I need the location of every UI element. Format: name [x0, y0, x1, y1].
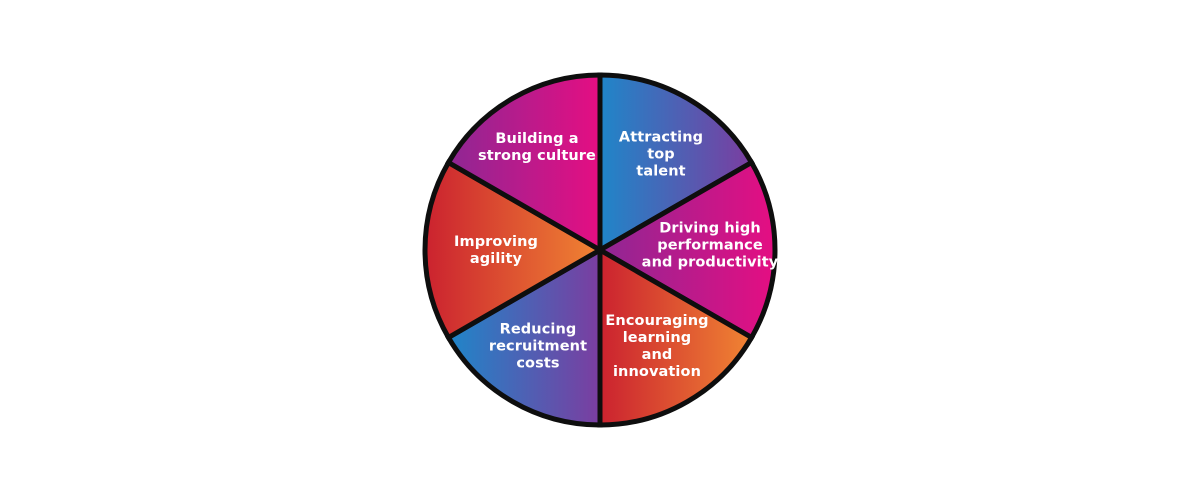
pie-segment-building-strong-culture	[445, 72, 603, 255]
pie-segment-improving-agility	[422, 159, 605, 341]
pie-segment-attracting-top-talent	[597, 72, 755, 255]
pie-segment-encouraging-learning	[597, 245, 755, 428]
pie-segment-driving-high-performance	[595, 159, 778, 341]
pie-segment-reducing-recruitment-costs	[445, 245, 603, 428]
